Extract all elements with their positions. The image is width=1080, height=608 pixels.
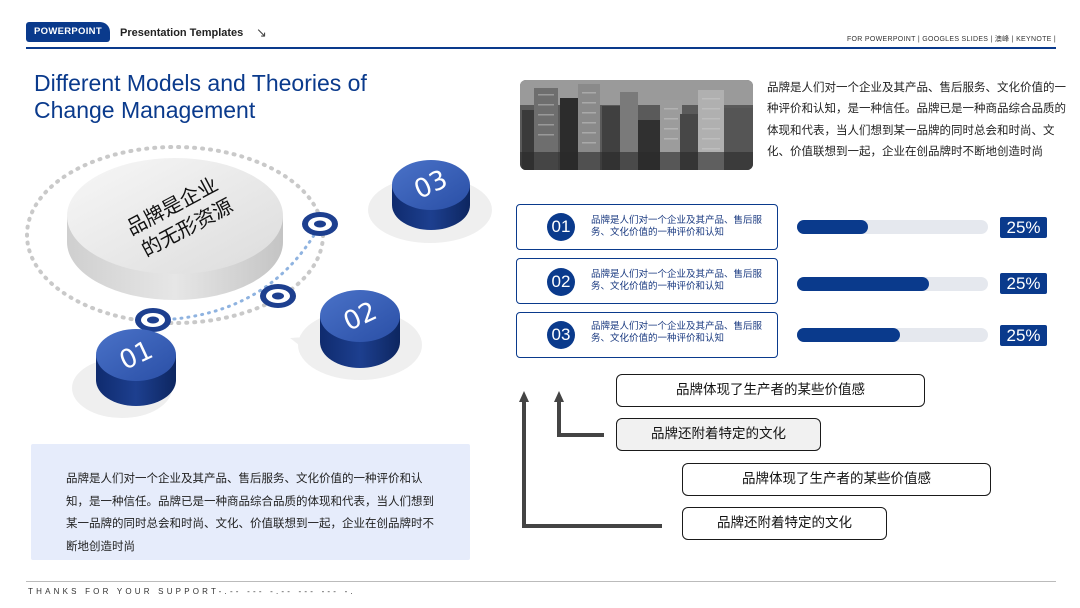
percent-badge: 25%	[1000, 325, 1047, 346]
main-disk	[67, 158, 283, 300]
progress-fill	[797, 277, 929, 291]
info-panel-text: 品牌是人们对一个企业及其产品、售后服务、文化价值的一种评价和认知，是一种信任。品…	[66, 473, 434, 553]
row-number-badge: 02	[547, 268, 575, 296]
arrow-down-right-icon: ↘	[256, 25, 267, 40]
progress-fill	[797, 220, 868, 234]
disk-diagram: 品牌是企业 的无形资源 03 02 01	[25, 145, 492, 418]
page-title-line2: Change Management	[34, 97, 256, 123]
row-text: 品牌是人们对一个企业及其产品、售后服务、文化价值的一种评价和认知	[591, 321, 763, 344]
flow-step: 品牌体现了生产者的某些价值感	[616, 374, 925, 407]
row-text: 品牌是人们对一个企业及其产品、售后服务、文化价值的一种评价和认知	[591, 215, 763, 238]
target-icon	[260, 284, 296, 308]
page-title-line1: Different Models and Theories of	[34, 70, 367, 96]
page-title: Different Models and Theories of Change …	[34, 70, 454, 124]
percent-badge: 25%	[1000, 273, 1047, 294]
city-photo	[520, 80, 753, 170]
progress-track	[797, 277, 988, 291]
footer-divider	[26, 581, 1056, 582]
list-item: 02 品牌是人们对一个企业及其产品、售后服务、文化价值的一种评价和认知	[516, 258, 778, 304]
row-number-badge: 03	[547, 321, 575, 349]
header-title: Presentation Templates	[120, 27, 244, 39]
disk-02: 02	[320, 290, 400, 368]
header-divider	[26, 47, 1056, 49]
flow-step: 品牌还附着特定的文化	[682, 507, 887, 540]
progress-fill	[797, 328, 901, 342]
flow-arrows	[519, 391, 662, 528]
photo-description: 品牌是人们对一个企业及其产品、售后服务、文化价值的一种评价和认知，是一种信任。品…	[767, 82, 1066, 158]
row-text: 品牌是人们对一个企业及其产品、售后服务、文化价值的一种评价和认知	[591, 269, 763, 292]
flow-step: 品牌体现了生产者的某些价值感	[682, 463, 991, 496]
info-panel	[31, 444, 470, 560]
percent-badge: 25%	[1000, 217, 1047, 238]
list-item: 01 品牌是人们对一个企业及其产品、售后服务、文化价值的一种评价和认知	[516, 204, 778, 250]
disk-03: 03	[392, 160, 470, 230]
row-number-badge: 01	[547, 213, 575, 241]
arrow-up-icon	[519, 391, 662, 528]
arrow-up-icon	[554, 391, 604, 437]
progress-track	[797, 220, 988, 234]
target-icon	[135, 308, 171, 332]
progress-track	[797, 328, 988, 342]
dotted-arc	[158, 223, 322, 322]
target-icon	[302, 212, 338, 236]
footer-text: THANKS FOR YOUR SUPPORT-.-- --- -.-- ---…	[28, 587, 356, 596]
list-item: 03 品牌是人们对一个企业及其产品、售后服务、文化价值的一种评价和认知	[516, 312, 778, 358]
powerpoint-badge: POWERPOINT	[26, 22, 110, 42]
header-platforms: FOR POWERPOINT | GOOGLES SLIDES | 澳峰 | K…	[846, 36, 1056, 43]
flow-step: 品牌还附着特定的文化	[616, 418, 821, 451]
disk-01: 01	[96, 329, 176, 406]
